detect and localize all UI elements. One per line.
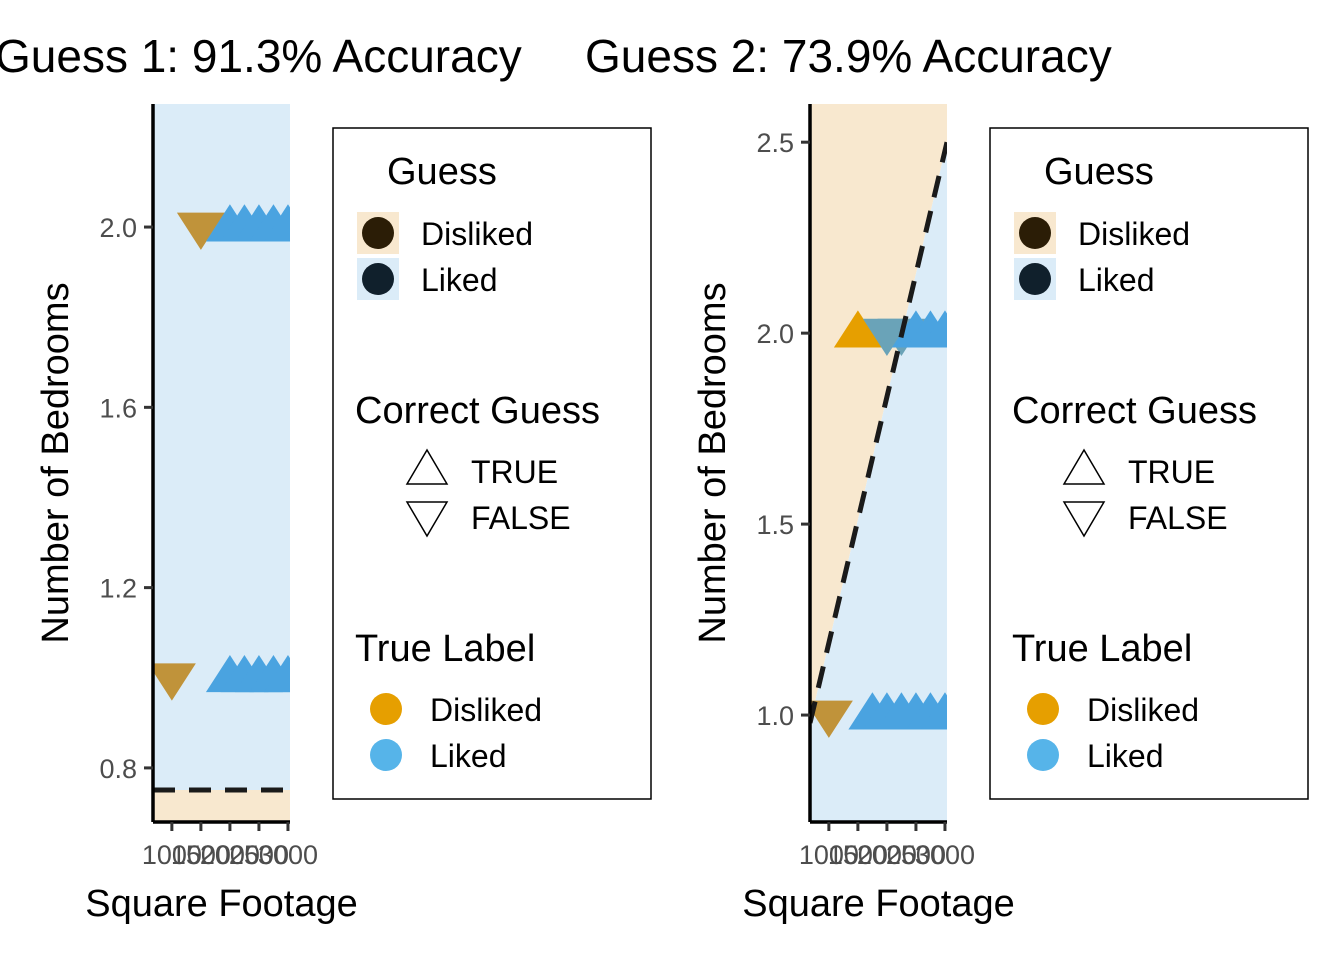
legend-title-true-label: True Label [1012,628,1192,670]
legend-dot-icon [1027,739,1059,771]
triangle-up-icon [405,448,449,485]
legend-title-correct: Correct Guess [1012,390,1257,432]
y-tick-label: 1.5 [756,510,794,540]
x-tick-label: 2000 [200,840,260,870]
x-tick-label: 1500 [171,840,231,870]
legend-dot-icon [1019,217,1051,249]
x-tick-label: 2000 [857,840,917,870]
legend-title-guess: Guess [1044,151,1154,193]
x-tick-label: 1000 [799,840,859,870]
point-triangle-up [920,692,947,730]
y-tick-label: 1.6 [99,393,137,423]
legend-dot-icon [362,217,394,249]
y-tick-label: 2.5 [756,128,794,158]
legend-label: Disliked [430,692,542,728]
legend-label: Disliked [1078,216,1190,252]
point-triangle-up [263,204,290,242]
legend-label: Liked [1087,738,1164,774]
y-tick-label: 2.0 [99,213,137,243]
point-triangle-up [833,310,882,348]
point-triangle-up [263,654,290,693]
legend-title-true-label: True Label [355,628,535,670]
legend-dot-icon [1027,693,1059,725]
point-triangle-down [810,700,853,738]
triangle-down-icon [1062,501,1106,538]
triangle-down-icon [405,501,449,538]
legend-dot-icon [370,693,402,725]
legend-label: Liked [430,738,507,774]
legend-title-guess: Guess [387,151,497,193]
plot-title: Guess 1: 91.3% Accuracy [0,30,522,82]
x-tick-label: 3000 [915,840,975,870]
legend-label: FALSE [1128,500,1228,536]
point-triangle-down [153,663,196,701]
legend-label: Disliked [1087,692,1199,728]
plot-area [810,104,947,822]
triangle-up-icon [1062,448,1106,485]
legend-label: TRUE [1128,454,1215,490]
y-axis-title: Number of Bedrooms [692,282,734,643]
x-tick-label: 2500 [229,840,289,870]
legend-dot-icon [362,263,394,295]
y-axis-title: Number of Bedrooms [35,282,77,643]
y-tick-label: 1.0 [756,701,794,731]
x-tick-label: 3000 [258,840,318,870]
legend-label: TRUE [471,454,558,490]
legend-label: FALSE [471,500,571,536]
plot-title: Guess 2: 73.9% Accuracy [585,30,1112,82]
legend-label: Disliked [421,216,533,252]
x-axis-title: Square Footage [85,883,358,925]
y-tick-label: 2.0 [756,319,794,349]
x-tick-label: 2500 [886,840,946,870]
decision-boundary-line [810,141,947,724]
plot-area [153,104,290,822]
legend-title-correct: Correct Guess [355,390,600,432]
y-tick-label: 1.2 [99,574,137,604]
region-disliked [153,789,290,822]
legend-dot-icon [1019,263,1051,295]
x-tick-label: 1500 [828,840,888,870]
legend-dot-icon [370,739,402,771]
x-axis-title: Square Footage [742,883,1015,925]
x-tick-label: 1000 [142,840,202,870]
region-liked [810,142,947,822]
legend-label: Liked [1078,262,1155,298]
y-tick-label: 0.8 [99,754,137,784]
point-triangle-down [176,212,225,250]
region-liked [153,104,290,790]
legend-label: Liked [421,262,498,298]
point-triangle-up [920,310,947,348]
